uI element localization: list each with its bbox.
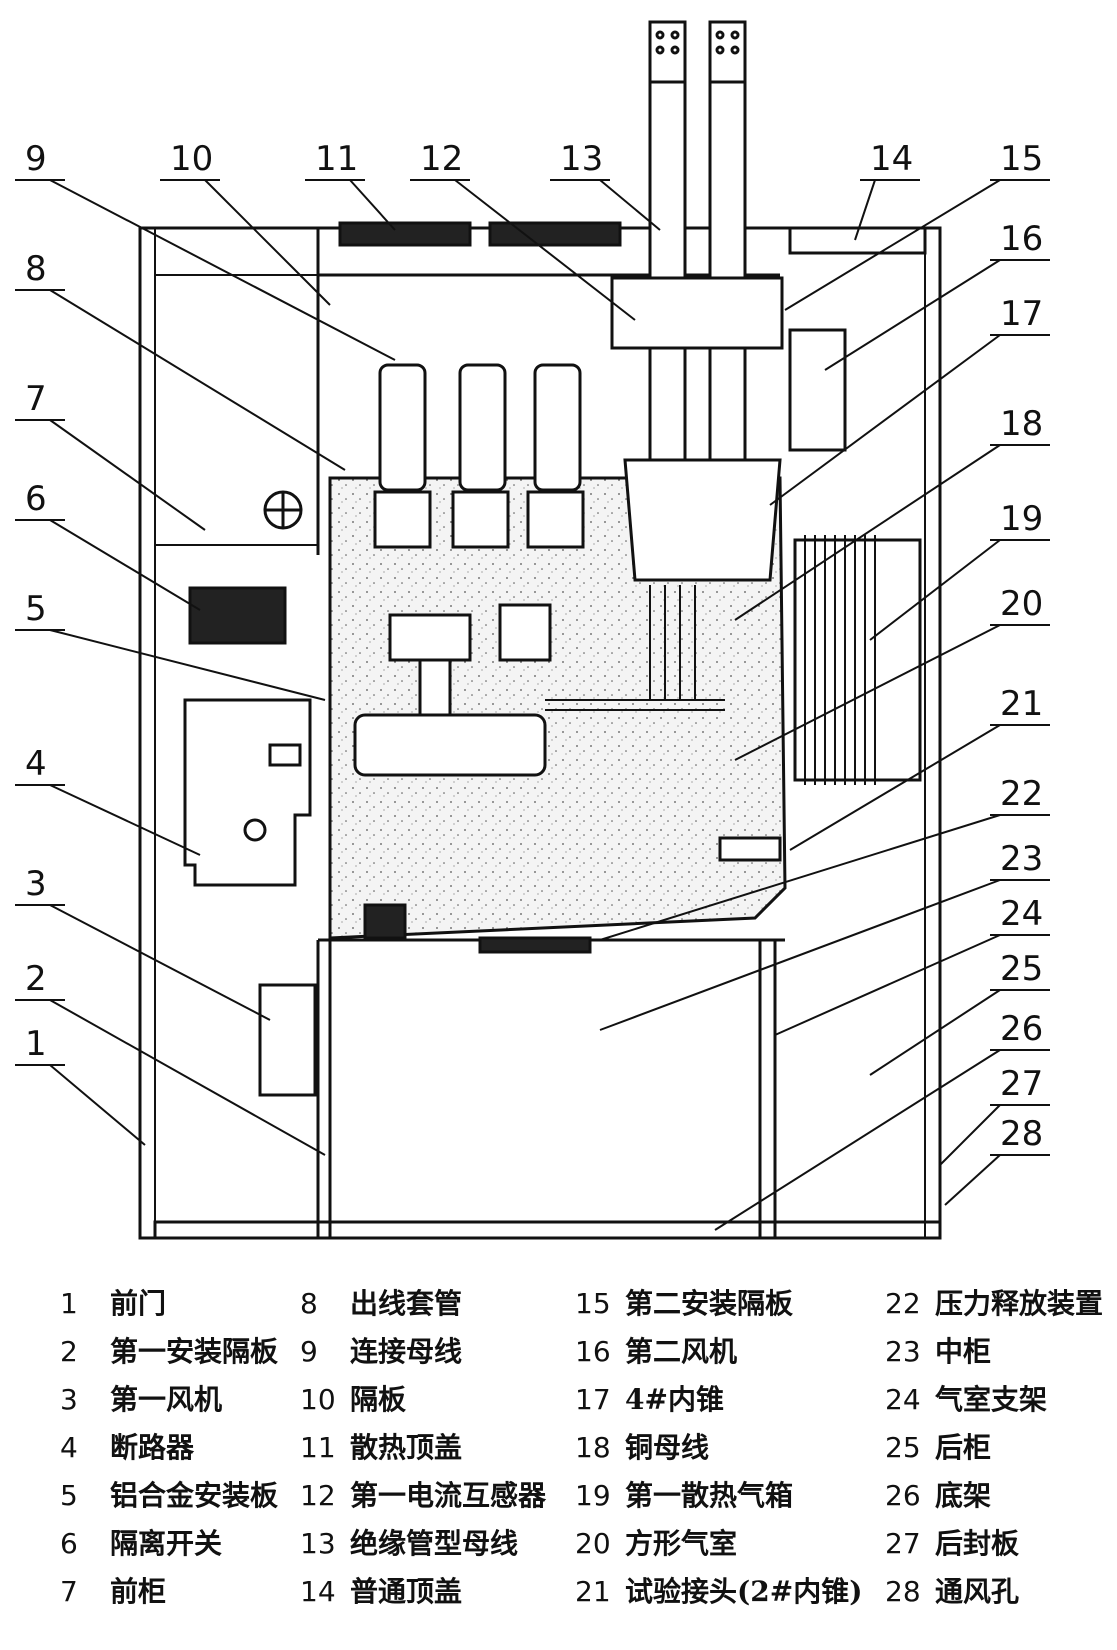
callout-label: 8	[25, 249, 47, 289]
callout-label: 18	[1000, 404, 1043, 444]
callout-label: 20	[1000, 584, 1043, 624]
callout-label: 5	[25, 589, 47, 629]
callout-label: 24	[1000, 894, 1043, 934]
base-frame	[153, 1220, 942, 1240]
callout-label: 7	[25, 379, 47, 419]
heat-dissipation-gas-box	[793, 538, 922, 782]
circuit-breaker	[183, 698, 312, 887]
ordinary-top-cover	[788, 226, 927, 255]
inner-cone	[623, 458, 782, 582]
callout-label: 26	[1000, 1009, 1043, 1049]
callout-label: 4	[25, 744, 47, 784]
callout-label: 2	[25, 959, 47, 999]
callout-label: 14	[870, 139, 913, 179]
pressure-release-device	[478, 936, 592, 954]
disconnect-switch	[188, 586, 287, 645]
callout-label: 6	[25, 479, 47, 519]
insulated-tube-busbar	[648, 78, 687, 462]
callout-label: 22	[1000, 774, 1043, 814]
current-transformer	[610, 276, 784, 350]
callout-label: 11	[315, 139, 358, 179]
test-joint	[718, 836, 782, 862]
first-fan	[258, 983, 317, 1097]
callout-label: 12	[420, 139, 463, 179]
callout-label: 9	[25, 139, 47, 179]
callout-label: 17	[1000, 294, 1043, 334]
callout-label: 3	[25, 864, 47, 904]
callout-label: 16	[1000, 219, 1043, 259]
copper-busbar	[545, 585, 725, 711]
callout-label: 13	[560, 139, 603, 179]
second-fan	[788, 328, 847, 452]
callout-label: 10	[170, 139, 213, 179]
callout-label: 19	[1000, 499, 1043, 539]
callout-label: 23	[1000, 839, 1043, 879]
callout-label: 21	[1000, 684, 1043, 724]
callout-label: 1	[25, 1024, 47, 1064]
callout-label: 27	[1000, 1064, 1043, 1104]
callout-label: 15	[1000, 139, 1043, 179]
switchgear-cross-section-drawing: 9 10 11 12 13 14 15 8 16 17 7 18 6 19 5 …	[15, 20, 1050, 1240]
heat-dissipation-top-cover	[338, 221, 472, 247]
callout-label: 28	[1000, 1114, 1043, 1154]
callout-label: 25	[1000, 949, 1043, 989]
